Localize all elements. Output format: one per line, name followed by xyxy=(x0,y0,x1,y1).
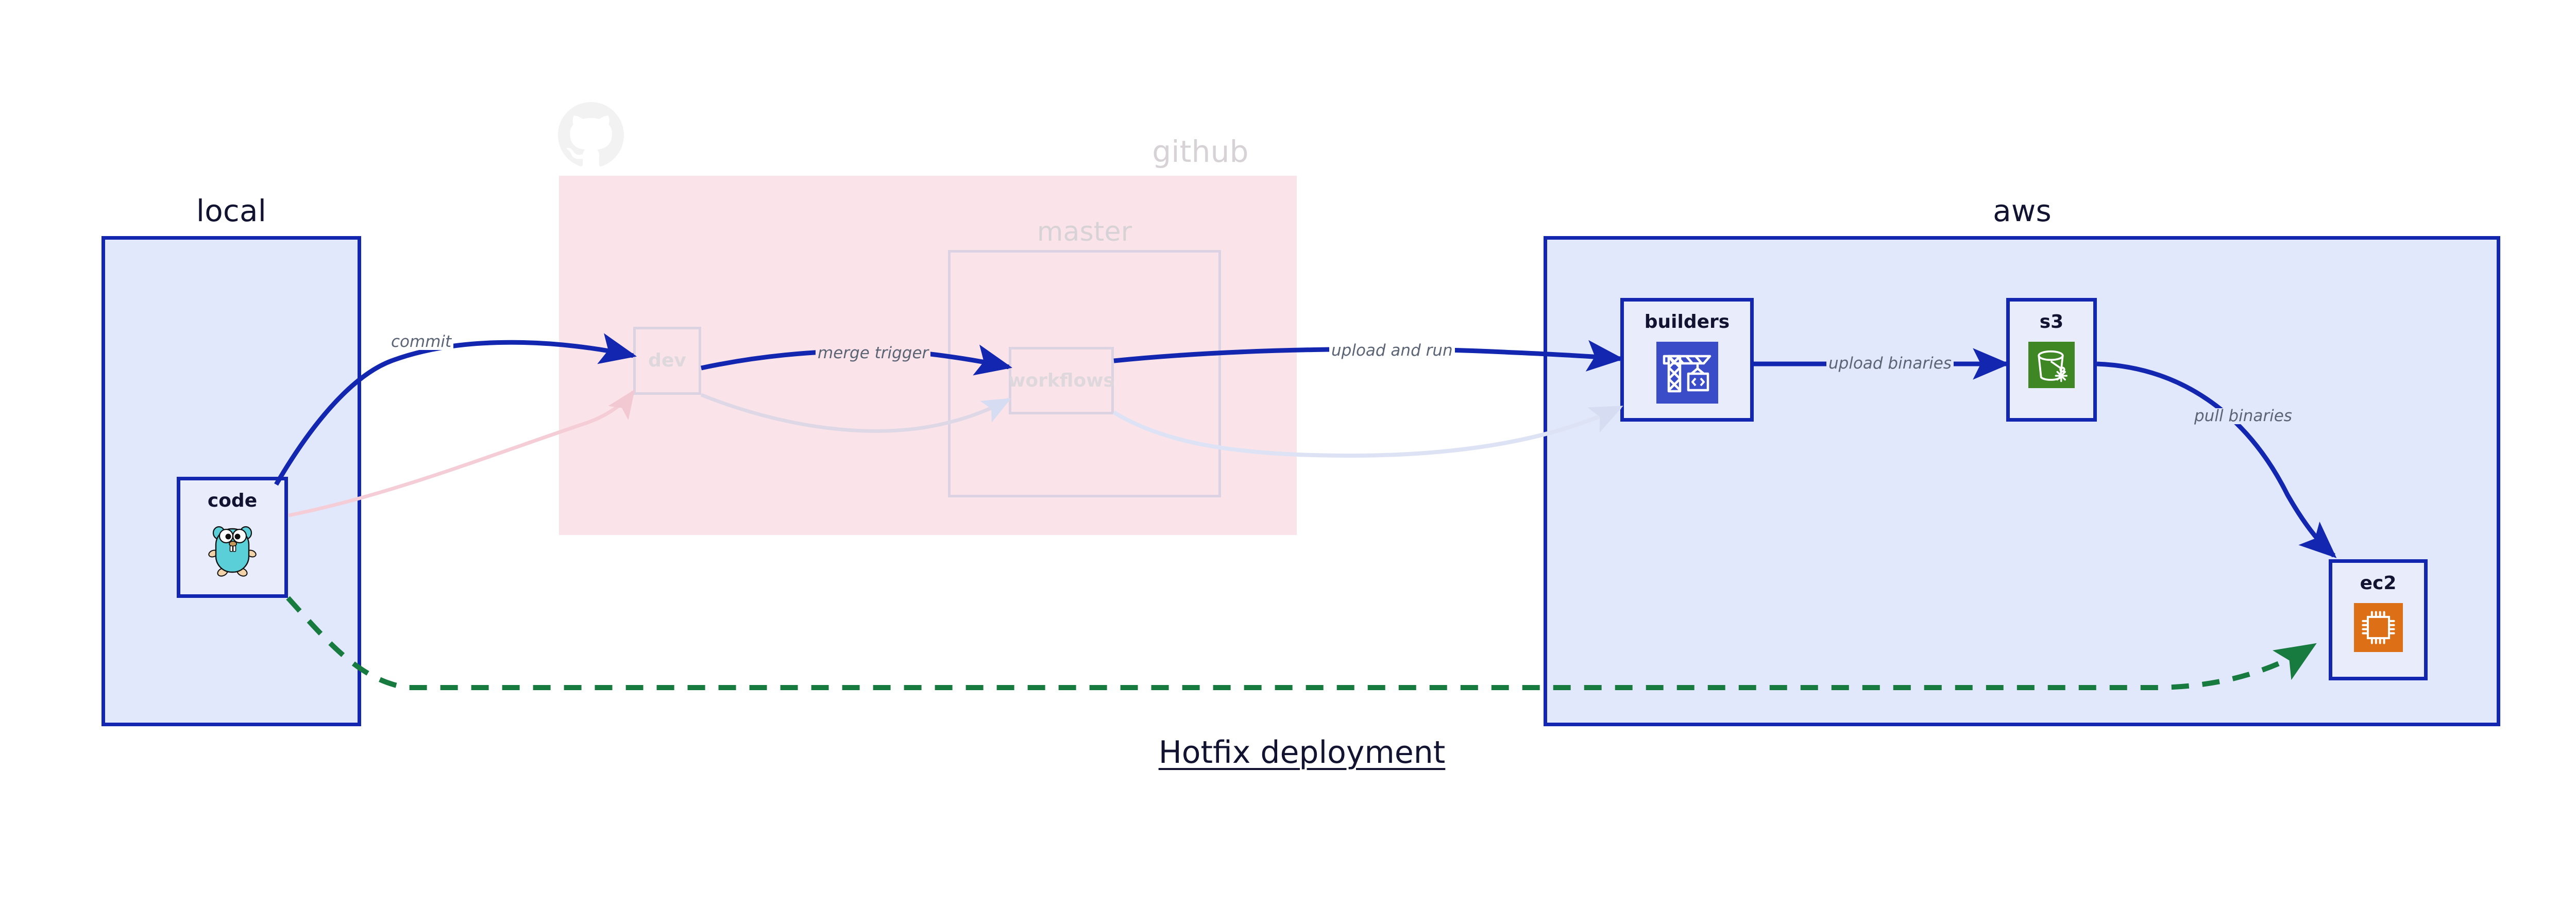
github-octocat-icon xyxy=(558,102,624,168)
edge-ghost-code-dev xyxy=(288,389,635,517)
edge-ghost-workflows-builders xyxy=(1112,405,1623,458)
edge-hotfix-direct xyxy=(286,596,2317,691)
go-gopher-icon xyxy=(208,521,257,579)
diagram-title: Hotfix deployment xyxy=(1158,734,1446,771)
group-github-label: github xyxy=(1152,134,1249,169)
edge-commit xyxy=(274,333,637,486)
node-ec2[interactable]: ec2 xyxy=(2329,559,2428,680)
s3-glacier-bucket-icon xyxy=(2028,342,2075,390)
subgroup-master-label: master xyxy=(1037,216,1132,247)
node-ec2-label: ec2 xyxy=(2360,573,2397,594)
edge-pull-binaries xyxy=(2096,361,2337,558)
group-local-label: local xyxy=(196,193,267,228)
node-builders-label: builders xyxy=(1644,311,1730,332)
group-aws-label: aws xyxy=(1993,193,2052,228)
edge-label-merge-trigger: merge trigger xyxy=(816,345,931,361)
edge-label-upload-and-run: upload and run xyxy=(1329,343,1455,359)
node-s3-label: s3 xyxy=(2039,311,2064,332)
node-code-label: code xyxy=(207,490,258,511)
ec2-chip-icon xyxy=(2353,603,2403,654)
node-workflows-label: workflows xyxy=(1008,370,1114,391)
build-crane-icon xyxy=(1656,342,1718,406)
node-code[interactable]: code xyxy=(177,477,288,598)
node-dev-label: dev xyxy=(648,350,686,371)
edge-ghost-dev-workflows xyxy=(700,393,1011,433)
node-workflows[interactable]: workflows xyxy=(1008,347,1114,414)
edge-label-upload-binaries: upload binaries xyxy=(1826,356,1954,372)
subgroup-master xyxy=(948,250,1221,497)
edge-label-pull-binaries: pull binaries xyxy=(2192,408,2294,424)
edge-label-commit: commit xyxy=(389,334,454,350)
node-builders[interactable]: builders xyxy=(1620,298,1754,422)
